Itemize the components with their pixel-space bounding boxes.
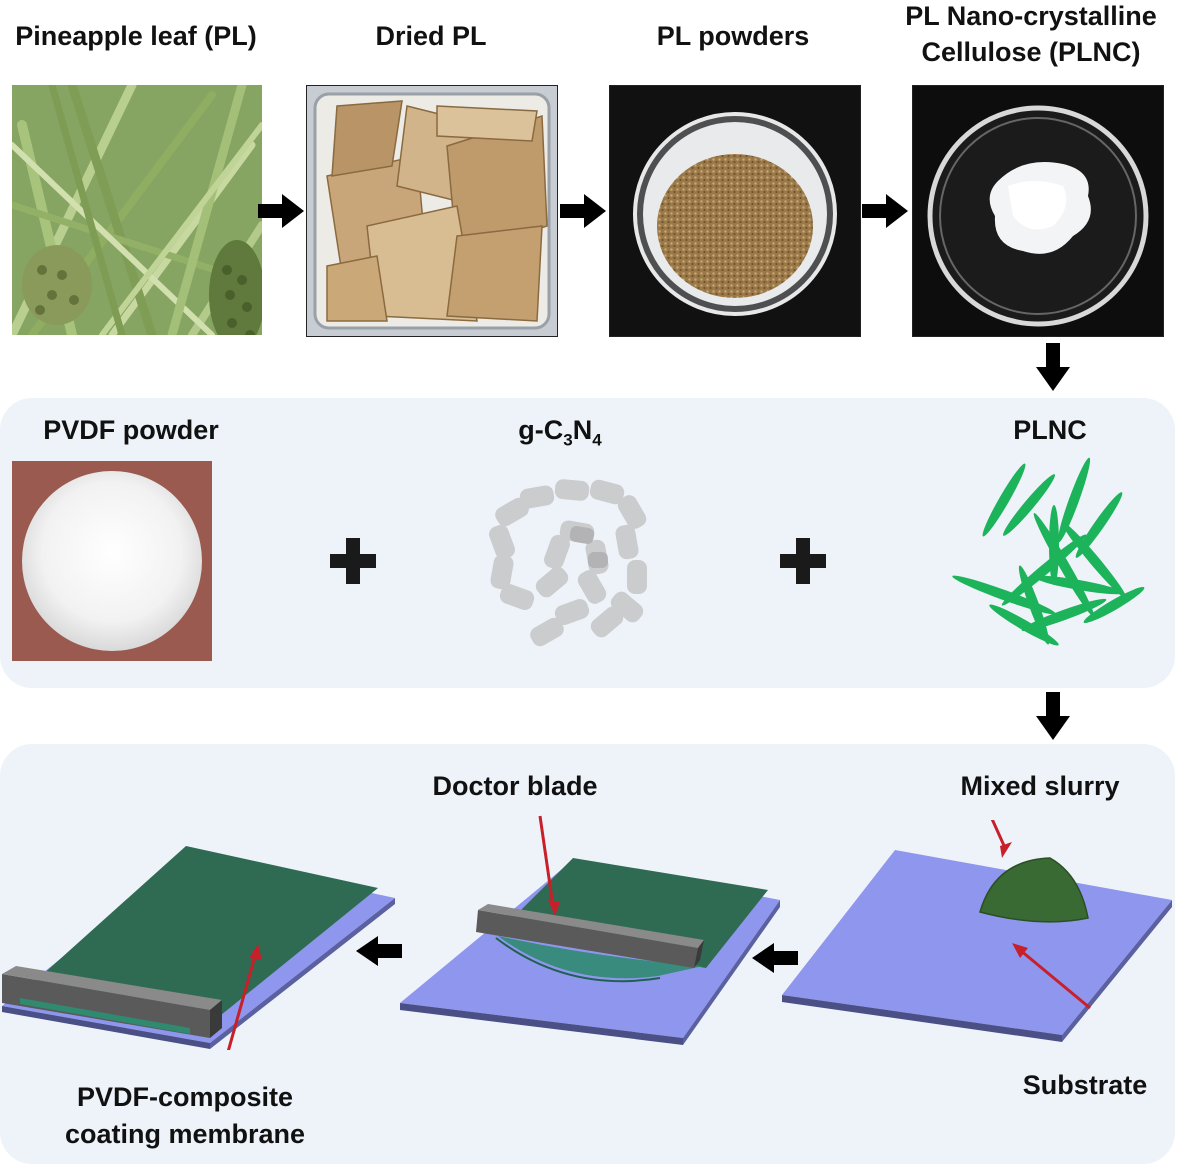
- arrow-right-2: [560, 194, 606, 228]
- arrow-down-2: [1036, 692, 1070, 740]
- label-plnc-line2: Cellulose (PLNC): [921, 37, 1141, 67]
- plus-icon-2: [780, 538, 826, 584]
- dried-pl-photo: [306, 85, 558, 337]
- plnc-fibers-graphic: [952, 457, 1145, 646]
- plnc-photo: [912, 85, 1164, 337]
- arrow-right-1: [258, 194, 304, 228]
- label-substrate: Substrate: [1022, 1070, 1148, 1100]
- label-pl-powders: PL powders: [656, 21, 810, 51]
- label-membrane-line2: coating membrane: [64, 1119, 306, 1149]
- pineapple-leaf-photo: [12, 85, 262, 335]
- arrow-left-2: [356, 936, 402, 966]
- label-doctor-blade: Doctor blade: [432, 771, 598, 801]
- label-membrane-line1: PVDF-composite: [76, 1082, 294, 1112]
- gcn-sub-3: 3: [563, 430, 573, 450]
- substrate-with-slurry-graphic: [782, 820, 1172, 1042]
- composite-membrane-graphic: [2, 846, 395, 1050]
- doctor-blade-graphic: [400, 815, 780, 1045]
- label-mixed-slurry: Mixed slurry: [960, 771, 1120, 801]
- gcn-sub-4: 4: [592, 430, 602, 450]
- pvdf-powder-photo: [12, 461, 212, 661]
- arrow-down-1: [1036, 343, 1070, 391]
- label-dried-pl: Dried PL: [375, 21, 487, 51]
- label-pineapple-leaf: Pineapple leaf (PL): [15, 21, 257, 51]
- gcn-prefix: g-C: [518, 415, 564, 445]
- arrow-left-1: [752, 943, 798, 973]
- gcn-n: N: [572, 415, 593, 445]
- arrow-right-3: [862, 194, 908, 228]
- label-plnc-line1: PL Nano-crystalline: [905, 1, 1157, 31]
- pl-powders-photo: [609, 85, 861, 337]
- gcn-structure-graphic: [489, 479, 647, 647]
- label-plnc: PLNC: [1013, 415, 1087, 445]
- label-pvdf-powder: PVDF powder: [43, 415, 219, 445]
- label-gcn: g-C3N4: [440, 414, 680, 456]
- plus-icon-1: [330, 538, 376, 584]
